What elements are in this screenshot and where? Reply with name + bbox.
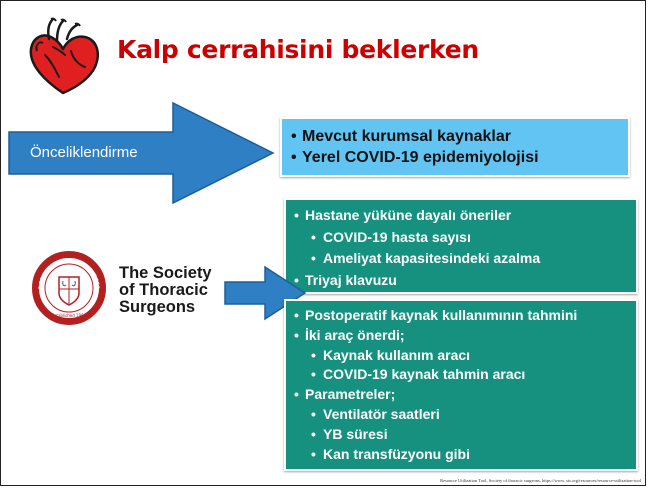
resource-tool-item: YB süresi [293, 425, 636, 445]
priority-box: Mevcut kurumsal kaynaklarYerel COVID-19 … [280, 117, 630, 177]
priority-arrow-label: Önceliklendirme [30, 144, 138, 161]
svg-text:Established 1964: Established 1964 [52, 313, 87, 318]
resource-tool-item: COVID-19 kaynak tahmin aracı [293, 365, 636, 385]
resource-tool-item: Parametreler; [293, 385, 636, 405]
recommendations-list: Hastane yüküne dayalı önerilerCOVID-19 h… [293, 205, 636, 291]
resource-tools-box: Postoperatif kaynak kullanımının tahmini… [284, 299, 638, 471]
resource-tool-item: Postoperatif kaynak kullanımının tahmini [293, 306, 636, 326]
resource-tool-item: Kaynak kullanım aracı [293, 346, 636, 366]
recommendations-box: Hastane yüküne dayalı önerilerCOVID-19 h… [284, 198, 638, 294]
resource-tool-item: Kan transfüzyonu gibi [293, 445, 636, 465]
recommendation-item: COVID-19 hasta sayısı [293, 227, 636, 249]
slide-title: Kalp cerrahisini beklerken [117, 35, 479, 64]
priority-list: Mevcut kurumsal kaynaklarYerel COVID-19 … [290, 126, 628, 168]
priority-item: Yerel COVID-19 epidemiyolojisi [290, 147, 628, 168]
footer-reference: Resource Utilization Tool, Society of th… [440, 478, 641, 483]
recommendation-item: Triyaj klavuzu [293, 270, 636, 292]
recommendation-item: Hastane yüküne dayalı öneriler [293, 205, 636, 227]
resource-tool-item: Ventilatör saatleri [293, 405, 636, 425]
resource-tool-item: İki araç önerdi; [293, 326, 636, 346]
sts-seal-icon: THE SOCIETY OF THORACIC SURGEONS Establi… [29, 249, 106, 325]
sts-name: The Society of Thoracic Surgeons [119, 265, 212, 316]
resource-tools-list: Postoperatif kaynak kullanımının tahmini… [293, 306, 636, 464]
sts-name-line1: The Society [119, 264, 212, 282]
heart-icon [29, 17, 99, 95]
recommendation-item: Ameliyat kapasitesindeki azalma [293, 248, 636, 270]
sts-logo: THE SOCIETY OF THORACIC SURGEONS Establi… [19, 249, 239, 327]
sts-name-line2: of Thoracic [119, 281, 208, 299]
priority-arrow [8, 101, 275, 205]
sts-name-line3: Surgeons [119, 298, 196, 316]
priority-item: Mevcut kurumsal kaynaklar [290, 126, 628, 147]
